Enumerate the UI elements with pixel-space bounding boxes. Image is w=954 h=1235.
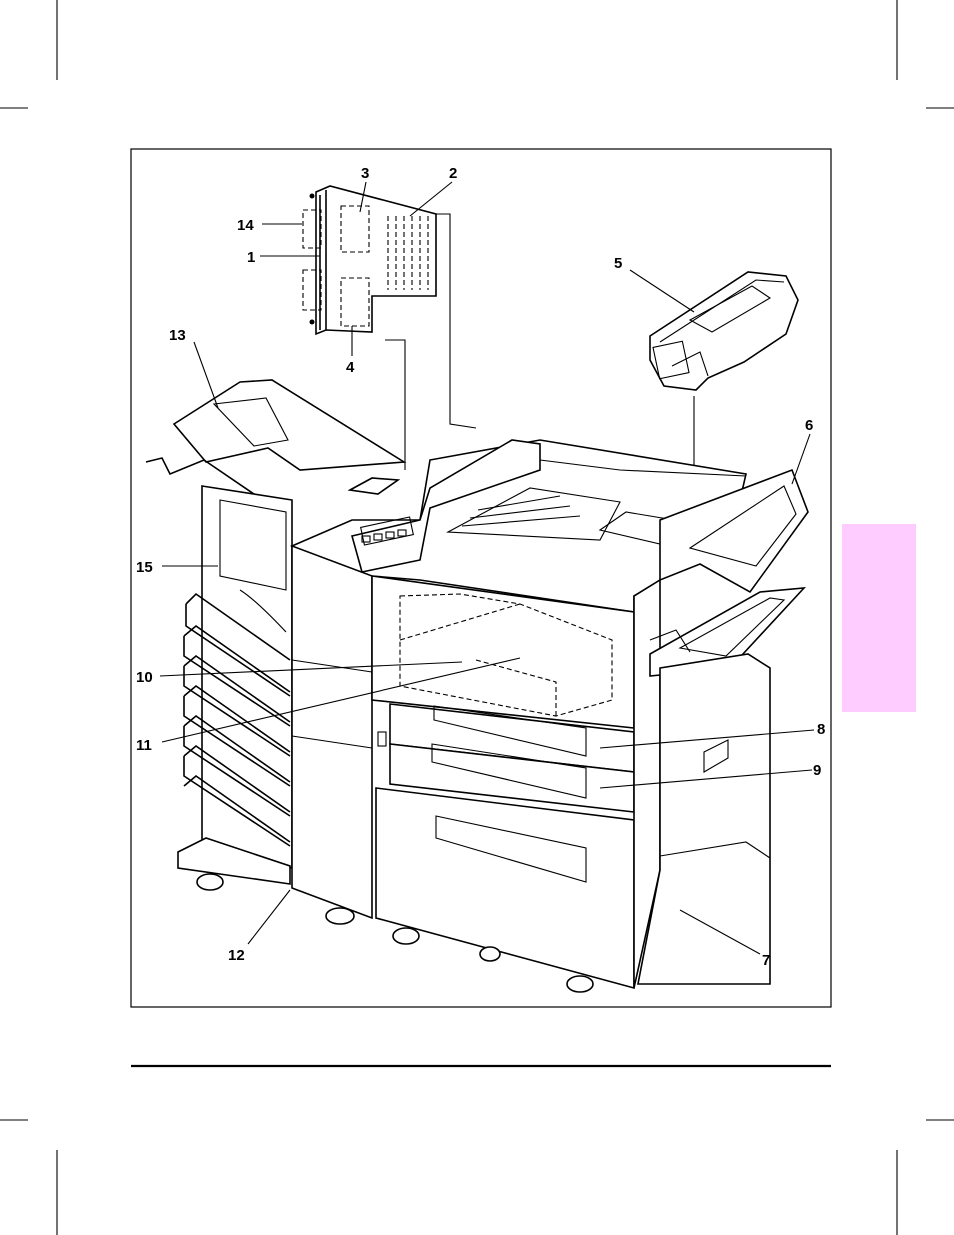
callout-11: 11: [136, 737, 152, 754]
callout-6: 6: [805, 417, 813, 434]
callout-3: 3: [361, 165, 369, 182]
toner-cartridge: [650, 272, 798, 390]
callout-1: 1: [247, 249, 255, 266]
callout-12: 12: [228, 947, 245, 964]
callout-13: 13: [169, 327, 186, 344]
callout-5: 5: [614, 255, 622, 272]
callout-4: 4: [346, 359, 355, 376]
callout-9: 9: [813, 762, 821, 779]
callout-7: 7: [762, 952, 770, 969]
formatter-board: [303, 186, 436, 334]
callout-10: 10: [136, 669, 153, 686]
callout-15: 15: [136, 559, 153, 576]
callout-2: 2: [449, 165, 457, 182]
callout-8: 8: [817, 721, 825, 738]
callout-14: 14: [237, 217, 254, 234]
